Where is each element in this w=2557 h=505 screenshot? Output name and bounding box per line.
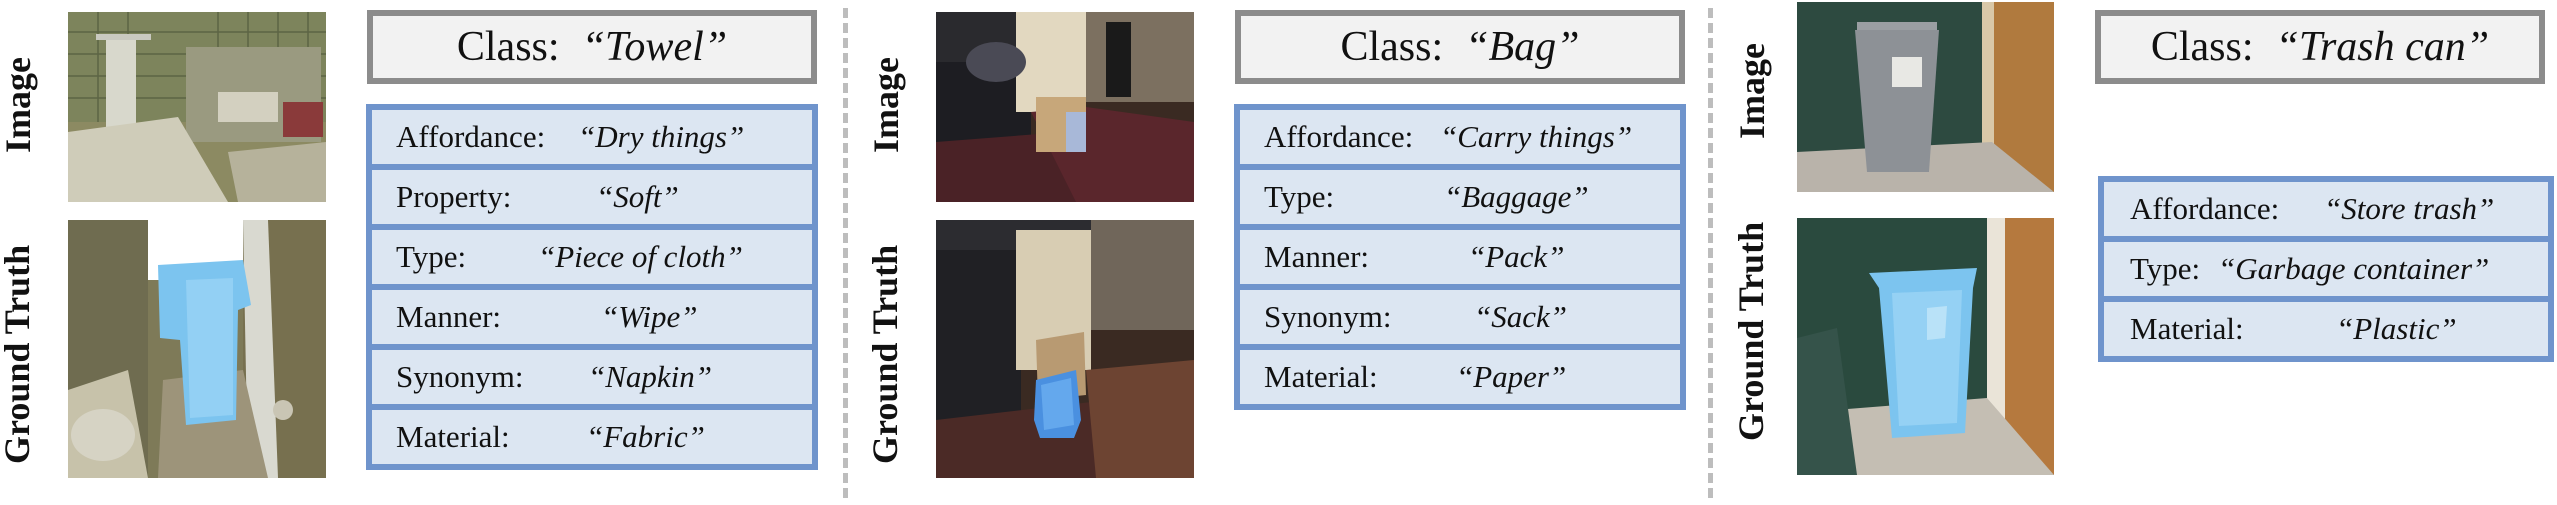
panel-divider xyxy=(1708,8,1713,498)
attribute-value: “Fabric” xyxy=(586,419,705,454)
attribute-key: Material: xyxy=(1264,359,1378,394)
attribute-row: Manner: “Pack” xyxy=(1240,230,1680,284)
attribute-value: “Baggage” xyxy=(1444,179,1589,214)
attribute-key: Affordance: xyxy=(1264,119,1414,154)
attribute-value: “Wipe” xyxy=(601,299,698,334)
class-box-towel: Class: “Towel” xyxy=(367,10,817,84)
attribute-value: “Garbage container” xyxy=(2218,251,2490,286)
attribute-row: Synonym: “Sack” xyxy=(1240,290,1680,344)
row-label-image: Image xyxy=(866,57,906,153)
class-value: “Towel” xyxy=(581,24,728,70)
attribute-key: Type: xyxy=(396,239,467,274)
attribute-key: Material: xyxy=(396,419,510,454)
bag-rgb-image xyxy=(936,12,1194,202)
attribute-value: “Paper” xyxy=(1456,359,1567,394)
attribute-value: “Pack” xyxy=(1468,239,1565,274)
attribute-key: Type: xyxy=(1264,179,1335,214)
attribute-row: Affordance: “Store trash” xyxy=(2104,182,2548,236)
attribute-row: Type: “Garbage container” xyxy=(2104,242,2548,296)
attribute-key: Synonym: xyxy=(1264,299,1392,334)
attribute-value: “Plastic” xyxy=(2336,311,2457,346)
attribute-row: Property: “Soft” xyxy=(372,170,812,224)
panel-bag: Image Ground Truth xyxy=(865,0,1708,505)
attribute-row: Material: “Paper” xyxy=(1240,350,1680,404)
attribute-key: Material: xyxy=(2130,311,2244,346)
attribute-table-bag: Affordance: “Carry things” Type: “Baggag… xyxy=(1234,104,1686,410)
attribute-value: “Soft” xyxy=(596,179,679,214)
towel-ground-truth-image xyxy=(68,220,326,478)
towel-rgb-image xyxy=(68,12,326,202)
trash-can-rgb-image xyxy=(1797,2,2054,192)
attribute-table-trash-can: Affordance: “Store trash” Type: “Garbage… xyxy=(2098,176,2554,362)
class-box-trash-can: Class: “Trash can” xyxy=(2095,10,2545,84)
bag-ground-truth-image xyxy=(936,220,1194,478)
class-key: Class: xyxy=(1340,24,1444,70)
attribute-value: “Sack” xyxy=(1474,299,1567,334)
attribute-row: Material: “Fabric” xyxy=(372,410,812,464)
row-label-ground-truth: Ground Truth xyxy=(865,244,905,464)
panel-divider xyxy=(843,8,848,498)
row-label-ground-truth: Ground Truth xyxy=(1731,221,1771,441)
attribute-key: Type: xyxy=(2130,251,2201,286)
row-label-ground-truth: Ground Truth xyxy=(0,244,37,464)
attribute-value: “Store trash” xyxy=(2324,191,2495,226)
class-value: “Bag” xyxy=(1465,24,1580,70)
attribute-row: Synonym: “Napkin” xyxy=(372,350,812,404)
attribute-row: Affordance: “Dry things” xyxy=(372,110,812,164)
class-box-bag: Class: “Bag” xyxy=(1235,10,1685,84)
attribute-key: Property: xyxy=(396,179,512,214)
attribute-value: “Dry things” xyxy=(578,119,745,154)
class-key: Class: xyxy=(2150,24,2254,70)
row-label-image: Image xyxy=(1732,43,1772,139)
attribute-key: Affordance: xyxy=(2130,191,2280,226)
class-value: “Trash can” xyxy=(2275,24,2490,70)
attribute-value: “Napkin” xyxy=(588,359,713,394)
trash-can-ground-truth-image xyxy=(1797,218,2054,475)
class-key: Class: xyxy=(456,24,560,70)
attribute-row: Affordance: “Carry things” xyxy=(1240,110,1680,164)
panel-trash-can: Image Ground Truth Class: “Trash can” xyxy=(1728,0,2557,505)
attribute-row: Manner: “Wipe” xyxy=(372,290,812,344)
attribute-value: “Carry things” xyxy=(1440,119,1633,154)
attribute-key: Affordance: xyxy=(396,119,546,154)
attribute-row: Type: “Baggage” xyxy=(1240,170,1680,224)
attribute-table-towel: Affordance: “Dry things” Property: “Soft… xyxy=(366,104,818,470)
attribute-value: “Piece of cloth” xyxy=(538,239,743,274)
row-label-image: Image xyxy=(0,57,38,153)
attribute-key: Manner: xyxy=(396,299,502,334)
attribute-key: Manner: xyxy=(1264,239,1370,274)
attribute-row: Type: “Piece of cloth” xyxy=(372,230,812,284)
attribute-key: Synonym: xyxy=(396,359,524,394)
attribute-row: Material: “Plastic” xyxy=(2104,302,2548,356)
panel-towel: Image Ground Truth xyxy=(0,0,845,505)
